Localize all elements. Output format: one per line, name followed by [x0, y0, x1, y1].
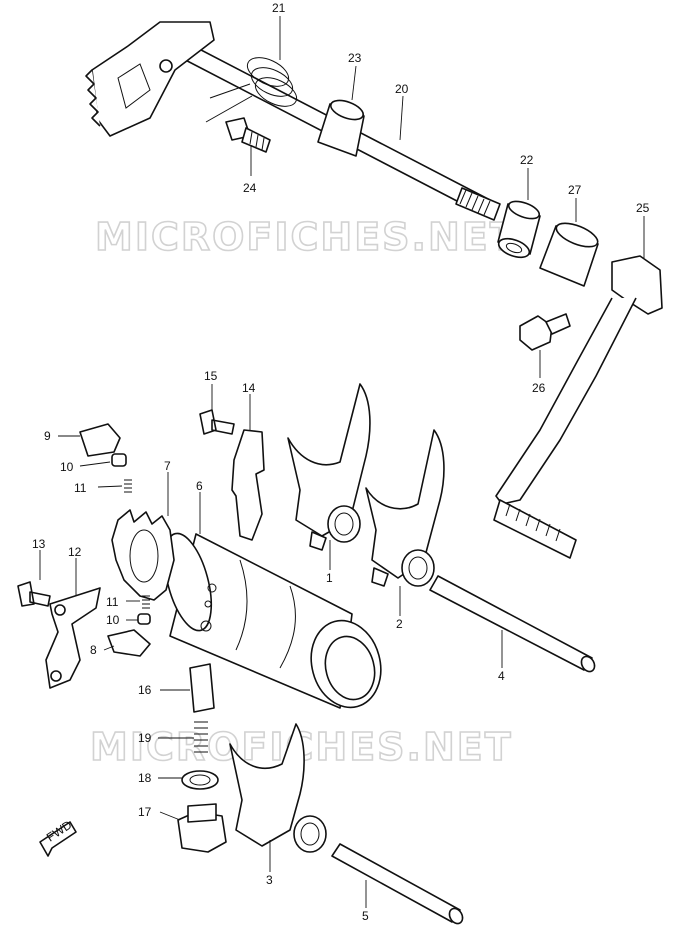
part-shift-fork-1	[287, 383, 371, 551]
part-plunger-spring	[194, 721, 208, 753]
callout-6: 6	[196, 479, 203, 493]
callout-10b: 10	[106, 613, 120, 627]
watermark-top: MICROFICHES.NET	[95, 215, 518, 259]
callout-5: 5	[362, 909, 369, 923]
callout-4: 4	[498, 669, 505, 683]
callout-21: 21	[272, 1, 286, 15]
callout-11b: 11	[106, 595, 119, 609]
callout-18: 18	[138, 771, 152, 785]
part-shift-shaft	[85, 21, 501, 221]
part-pin-lower	[137, 613, 151, 625]
part-spring-lower	[142, 595, 150, 609]
part-shift-cam-drum	[163, 532, 382, 709]
part-bearing	[497, 200, 541, 259]
callout-25: 25	[636, 201, 650, 215]
part-pin-upper	[111, 453, 127, 467]
callout-23: 23	[348, 51, 362, 65]
part-fork-shaft-4	[429, 575, 596, 673]
part-cam-gear	[111, 509, 175, 601]
callout-7: 7	[164, 459, 171, 473]
callout-9: 9	[44, 429, 51, 443]
part-return-spring	[205, 57, 298, 123]
callout-26: 26	[532, 381, 546, 395]
part-screw-13	[17, 581, 51, 607]
part-pawl-lower	[107, 629, 151, 657]
callout-16: 16	[138, 683, 152, 697]
part-plug-bolt	[177, 803, 227, 853]
part-washer	[181, 770, 219, 790]
part-collar	[317, 99, 365, 157]
hole	[54, 604, 66, 616]
callout-20: 20	[395, 82, 409, 96]
callout-27: 27	[568, 183, 582, 197]
callout-14: 14	[242, 381, 256, 395]
part-gearshift-lever	[493, 255, 663, 559]
callout-1: 1	[326, 571, 333, 585]
callout-2: 2	[396, 617, 403, 631]
callout-19: 19	[138, 731, 152, 745]
callout-13: 13	[32, 537, 46, 551]
part-fork-shaft-5	[331, 843, 464, 925]
callout-17: 17	[138, 805, 152, 819]
callout-8: 8	[90, 643, 97, 657]
leader-lines	[39, 16, 645, 908]
callout-11a: 11	[74, 481, 87, 495]
part-spacer	[539, 222, 599, 287]
part-cam-plate	[231, 429, 265, 541]
fwd-direction-badge: FWD	[39, 817, 77, 857]
part-spring-upper	[124, 479, 132, 493]
callout-22: 22	[520, 153, 534, 167]
callout-3: 3	[266, 873, 273, 887]
callout-15: 15	[204, 369, 218, 383]
part-lever-bolt	[519, 313, 571, 351]
part-plunger	[189, 663, 215, 713]
callouts: 1 2 3 4 5 6 7 8 9 10 10 11 11 12 13 14 1…	[32, 1, 650, 923]
part-pawl	[79, 423, 121, 457]
callout-24: 24	[243, 181, 257, 195]
hole	[50, 670, 62, 682]
part-screw-15	[199, 409, 235, 435]
callout-12: 12	[68, 545, 82, 559]
part-shift-fork-3	[229, 723, 327, 853]
part-shift-fork-2	[365, 429, 445, 587]
callout-10a: 10	[60, 460, 74, 474]
part-stud-bolt	[225, 117, 271, 153]
